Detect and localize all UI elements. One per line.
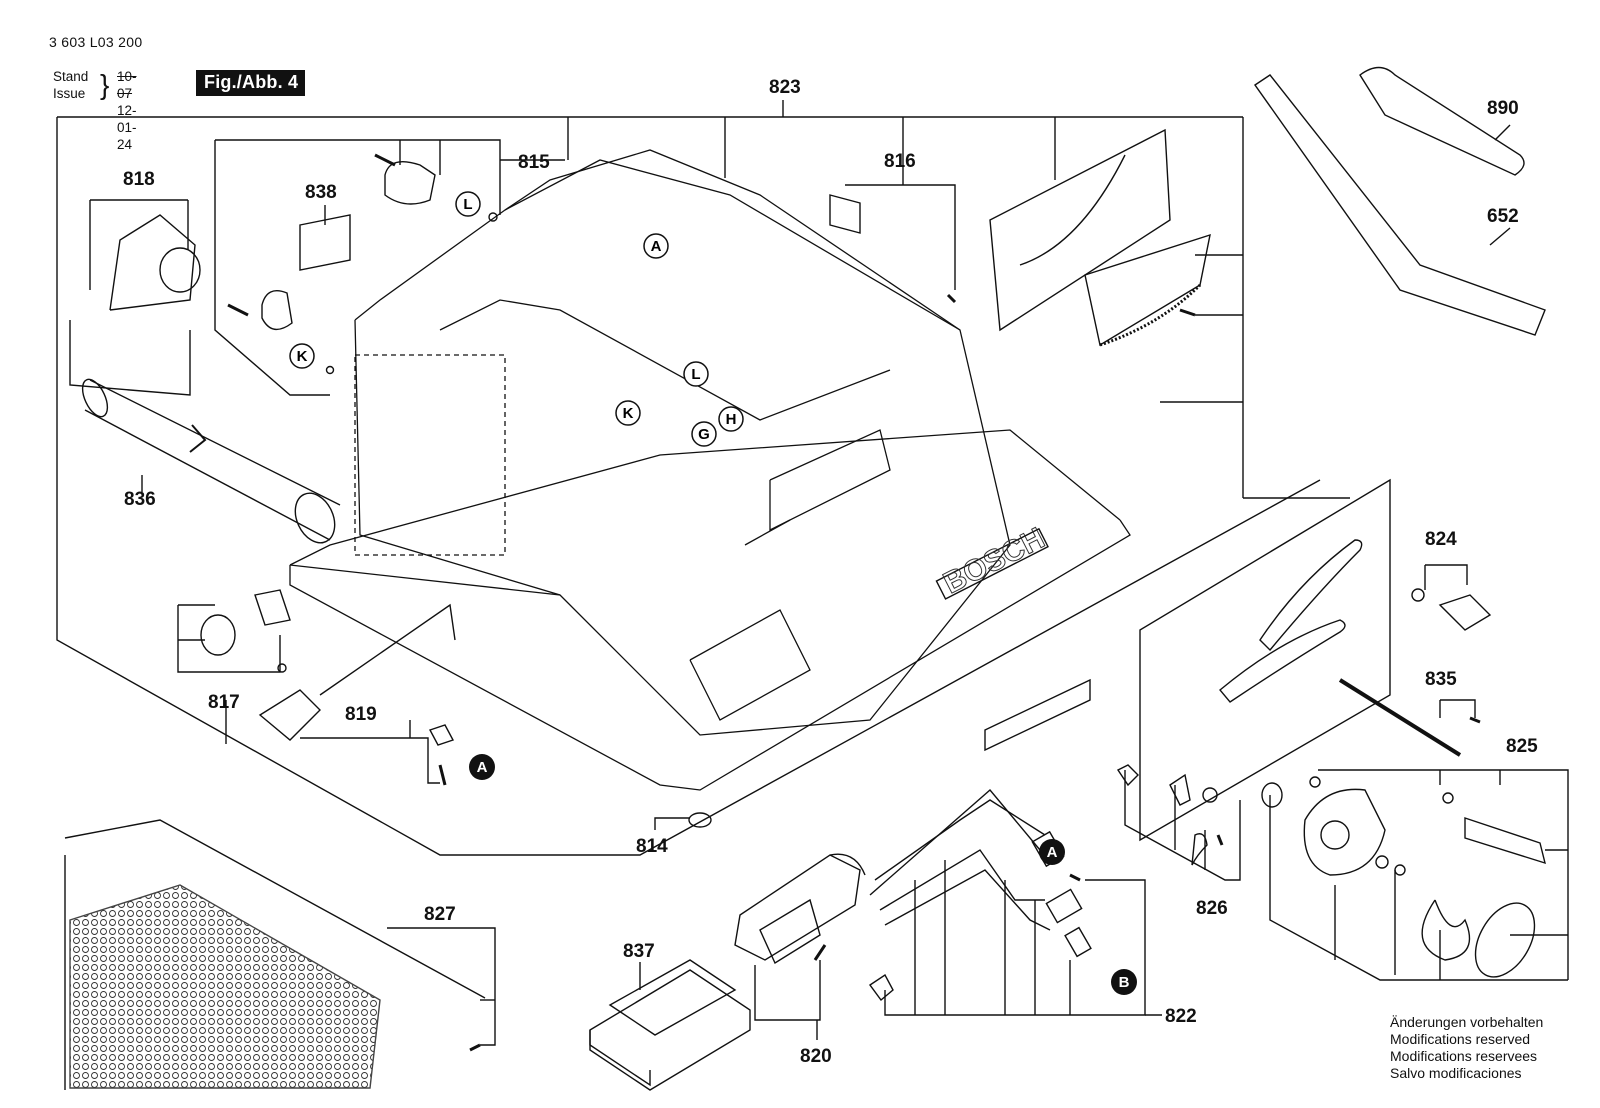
notice-french: Modifications reservees [1390,1048,1538,1064]
cable-clamp-lower [261,290,293,331]
part-835: 835 [1425,669,1457,690]
letter-a-center: A [651,238,662,255]
part-826: 826 [1196,898,1228,919]
letter-k-left: K [297,348,308,365]
letter-l-upper: L [463,196,472,213]
letter-l-center: L [691,366,700,383]
new-date: 12-01-24 [117,103,137,152]
label-838 [299,214,351,271]
stand-label: Stand [53,69,89,84]
letter-marker-b: B [1111,969,1137,995]
screws-826 [1116,764,1224,866]
part-838: 838 [305,182,337,203]
cover-837 [589,959,751,1091]
issue-label: Issue [53,86,86,101]
part-816: 816 [884,151,916,172]
part-652: 652 [1487,206,1519,227]
letter-h: H [726,411,737,428]
part-824: 824 [1425,529,1457,550]
angle-scale-plate [1084,233,1211,347]
part-817: 817 [208,692,240,713]
power-plug-819 [258,603,456,786]
hose-836 [81,378,341,544]
part-814: 814 [636,836,668,857]
part-822: 822 [1165,1006,1197,1027]
knob-824 [1438,594,1492,631]
notice-german: Änderungen vorbehalten [1390,1014,1544,1030]
bevel-lock-825 [1261,776,1546,978]
part-836: 836 [124,489,156,510]
letter-marker-k-center: K [615,400,641,426]
modification-notice: Änderungen vorbehalten Modifications res… [1390,1014,1543,1082]
part-890: 890 [1487,98,1519,119]
old-date: 10-07 [117,69,137,101]
letter-marker-k-left: K [289,343,315,369]
letter-a-wiring: A [1047,844,1058,861]
brace-symbol: } [100,69,110,100]
letter-marker-g: G [691,421,717,447]
push-stick-652 [1254,74,1546,336]
letter-marker-a-plug: A [469,754,495,780]
part-820: 820 [800,1046,832,1067]
table-base-housing [289,149,1131,791]
letter-a-plug: A [477,759,488,776]
letter-marker-a-wiring: A [1039,839,1065,865]
part-818: 818 [123,169,155,190]
revision-dates: 10-07 12-01-24 [117,68,137,153]
letter-marker-a-center: A [643,233,669,259]
brand-logo: BOSCH [938,522,1050,601]
part-827: 827 [424,904,456,925]
wiring-harness-822 [869,789,1092,958]
insert-plate [1139,478,1391,842]
part-823: 823 [769,77,801,98]
table-top-827 [64,819,486,1090]
part-815: 815 [518,152,550,173]
letter-b: B [1119,974,1130,991]
part-825: 825 [1506,736,1538,757]
part-837: 837 [623,941,655,962]
revision-block: Stand Issue } 10-07 12-01-24 [53,68,137,152]
notice-spanish: Salvo modificaciones [1390,1065,1522,1081]
switch-816 [829,194,861,234]
side-plate-large [989,128,1171,332]
figure-badge: Fig./Abb. 4 [196,70,306,96]
switch-housing-820 [734,853,894,1002]
knob-817 [200,589,291,673]
letter-g: G [698,426,710,443]
wrench-890 [1359,66,1525,176]
part-819: 819 [345,704,377,725]
dust-port-818 [69,214,201,396]
rubber-foot-814 [688,812,712,828]
letter-marker-h: H [718,406,744,432]
document-number: 3 603 L03 200 [49,34,143,50]
bracket-frame-left [56,117,1321,856]
letter-k-center: K [623,405,634,422]
cable-clamp-upper [384,161,436,205]
threaded-rod-835 [1338,678,1462,757]
notice-english: Modifications reserved [1390,1031,1531,1047]
letter-marker-l-center: L [683,361,709,387]
letter-marker-l-upper: L [455,191,481,217]
